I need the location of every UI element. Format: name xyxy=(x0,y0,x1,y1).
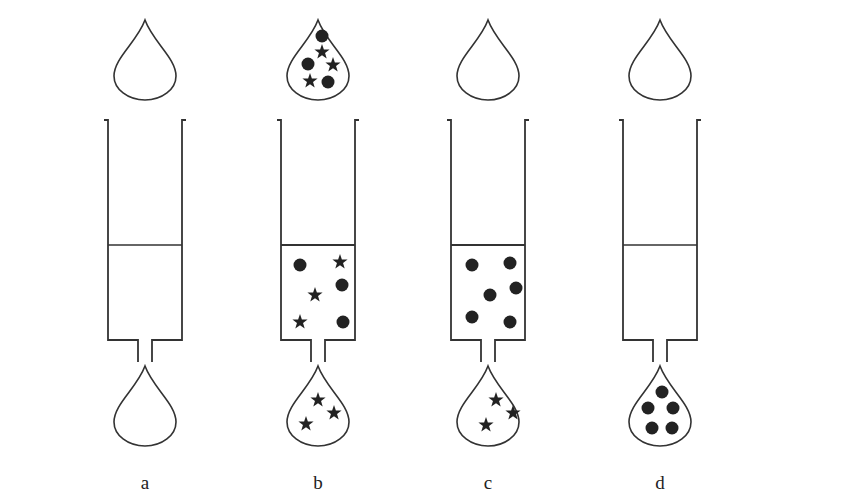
panel-letter: b xyxy=(313,473,323,492)
column-a xyxy=(104,20,186,446)
column-c xyxy=(447,20,529,446)
column-b xyxy=(277,20,359,446)
panel-letter: a xyxy=(141,473,149,492)
column-d xyxy=(619,20,701,446)
panel-letter: c xyxy=(484,473,492,492)
panel-letter: d xyxy=(655,473,665,492)
